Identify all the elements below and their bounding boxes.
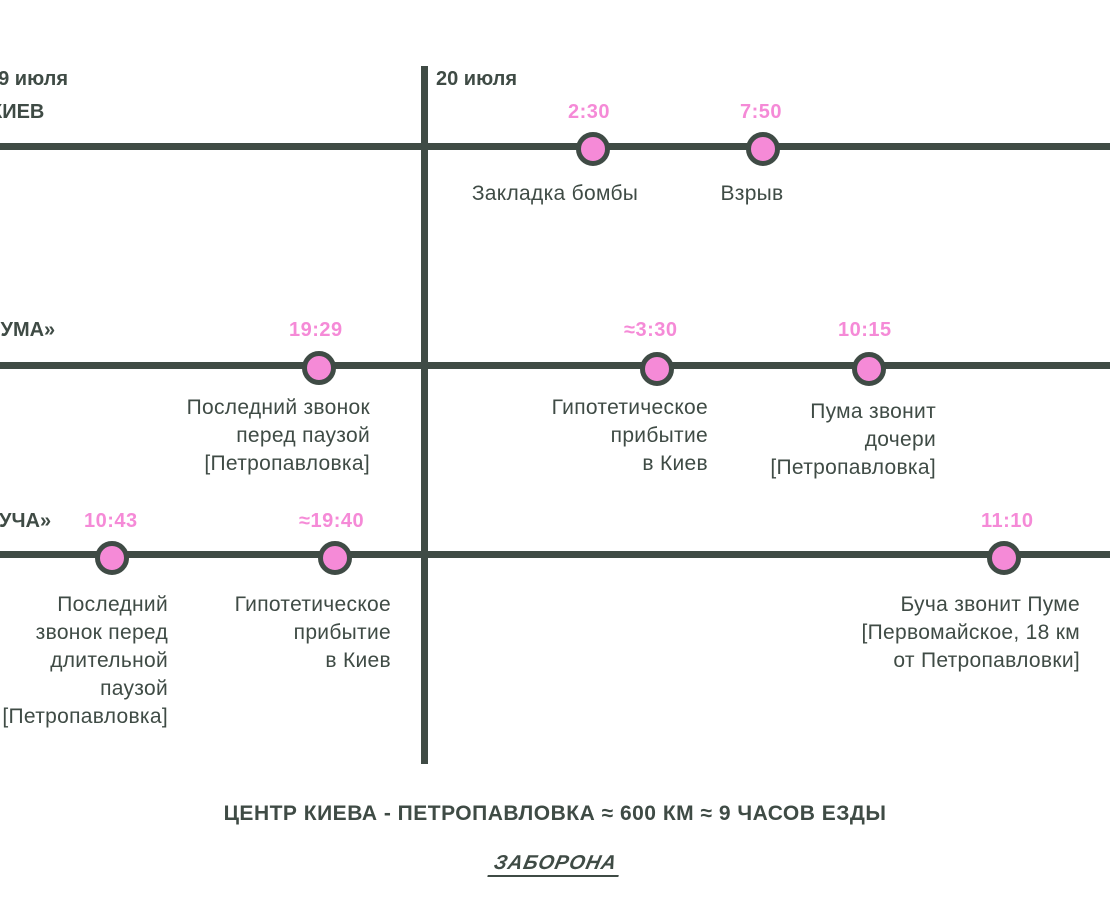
event-node <box>318 541 352 575</box>
publisher-logo-text: ЗАБОРОНА <box>487 852 623 877</box>
event-time: 11:10 <box>981 510 1034 532</box>
event-label: Гипотетическое прибытие в Киев <box>234 593 391 672</box>
event-time: ≈19:40 <box>299 510 365 532</box>
event-node <box>640 352 674 386</box>
puma-track <box>0 362 1110 369</box>
event-node <box>95 541 129 575</box>
publisher-logo: ЗАБОРОНА <box>0 852 1110 877</box>
bucha-track <box>0 551 1110 558</box>
event-label: Последний звонок перед длительной паузой… <box>2 593 168 728</box>
event-time: 7:50 <box>740 101 783 123</box>
event-node <box>852 352 886 386</box>
event-label: Буча звонит Пуме [Первомайское, 18 км от… <box>861 593 1080 672</box>
event-node <box>576 132 610 166</box>
distance-note: ЦЕНТР КИЕВА - ПЕТРОПАВЛОВКА ≈ 600 КМ ≈ 9… <box>223 802 887 825</box>
event-node <box>746 132 780 166</box>
day-divider <box>421 66 428 764</box>
kiev-track <box>0 143 1110 150</box>
event-label: Гипотетическое прибытие в Киев <box>551 396 708 475</box>
event-label: Последний звонок перед паузой [Петропавл… <box>186 396 370 475</box>
event-time: 2:30 <box>568 101 611 123</box>
event-label: Пума звонит дочери [Петропавловка] <box>770 400 936 479</box>
event-time: ≈3:30 <box>624 319 678 341</box>
event-node <box>987 541 1021 575</box>
event-time: 19:29 <box>289 319 343 341</box>
row-label-kiev: Киев <box>0 101 45 123</box>
event-node <box>302 351 336 385</box>
row-label-bucha: «Буча» <box>0 510 52 532</box>
date-day2: 20 июля <box>436 68 518 90</box>
event-time: 10:43 <box>84 510 138 532</box>
event-time: 10:15 <box>838 319 892 341</box>
row-label-puma: «Пума» <box>0 319 56 341</box>
date-day1: 19 июля <box>0 68 69 90</box>
event-label: Закладка бомбы <box>471 182 639 205</box>
event-label: Взрыв <box>720 182 784 205</box>
